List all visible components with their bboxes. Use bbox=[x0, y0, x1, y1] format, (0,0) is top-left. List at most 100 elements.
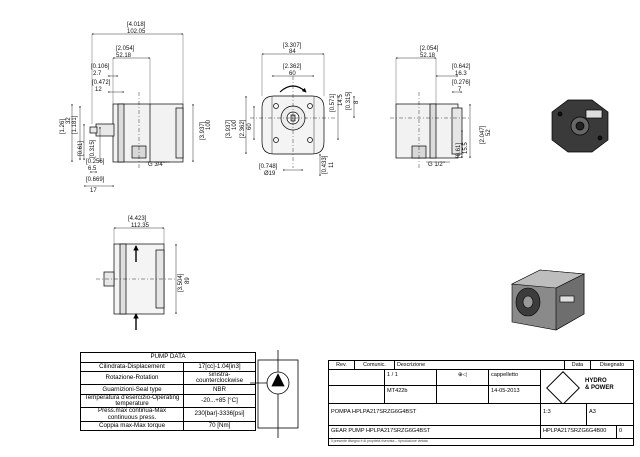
dim-overall-mm: 102.05 bbox=[127, 29, 146, 35]
dim-shaft-b: [0.315] bbox=[90, 139, 96, 158]
tb-format: A3 bbox=[589, 409, 596, 415]
tb-cell-code: HPLPA217SRZG6G4B00 bbox=[541, 426, 617, 439]
tb-cell-a bbox=[329, 370, 385, 386]
tb-file-value: MT422b bbox=[387, 388, 408, 394]
hydraulic-symbol bbox=[250, 350, 299, 438]
dim-r-b: [0.276] bbox=[452, 80, 471, 86]
dim-front-inner-mm: 60 bbox=[289, 71, 296, 77]
tb-cell-b bbox=[329, 386, 385, 404]
row-value: 70 [Nm] bbox=[183, 420, 256, 432]
table-row: Press.max continua-Max continuous press.… bbox=[80, 407, 256, 422]
dim-front-side-a-mm: 14.5 bbox=[338, 94, 344, 106]
dim-body-height: [3.937] bbox=[200, 121, 206, 140]
row-value: 230[bar]-3336[psi] bbox=[183, 407, 256, 422]
side-view-right-labels: [2.054] 52.18 [0.642] 16.3 [0.276] 7 [2.… bbox=[420, 46, 492, 168]
row-value: NBR bbox=[183, 384, 256, 395]
dim-r-b-mm: 7 bbox=[458, 87, 462, 93]
title-block: Rev. Comunic. Descrizione Data Disegnato… bbox=[328, 360, 634, 446]
port-label-right: G 1/2" bbox=[428, 162, 445, 168]
rear-view bbox=[551, 99, 609, 153]
logo-text: HYDRO & POWER bbox=[585, 378, 614, 392]
table-row: Guarnizioni-Seal type NBR bbox=[80, 384, 256, 395]
dim-front-dia-mm: Ø19 bbox=[264, 171, 276, 177]
row-value: sinistra-counterclockwise bbox=[183, 370, 256, 386]
row-label: Press.max continua-Max continuous press. bbox=[80, 407, 184, 422]
dim-front-h-a-mm: 100 bbox=[232, 119, 238, 130]
tb-head-dis: Disegnato bbox=[591, 361, 633, 370]
dim-bottom-height: [3.504] bbox=[178, 273, 184, 292]
iso-view bbox=[510, 269, 586, 331]
dim-body-height-mm: 100 bbox=[206, 119, 212, 130]
row-label: Guarnizioni-Seal type bbox=[80, 384, 184, 395]
dim-key-mm: 6.5 bbox=[88, 166, 97, 172]
tb-cell-sheet-no: 0 bbox=[617, 426, 633, 439]
dim-tail: [0.669] bbox=[86, 177, 105, 183]
tb-cell-file: MT422b bbox=[385, 386, 437, 404]
dim-front-dia: [0.748] bbox=[259, 164, 278, 170]
bottom-view bbox=[96, 227, 177, 330]
dim-r-a: [0.642] bbox=[452, 64, 471, 70]
dim-flange: [2.054] bbox=[116, 46, 135, 52]
logo-line-2: & POWER bbox=[585, 385, 614, 392]
dim-r-shaft-mm: 15.5 bbox=[463, 142, 469, 154]
dim-overall: [4.018] bbox=[127, 22, 146, 28]
front-view-labels: [3.307] 84 [2.362] 60 [0.571] 14.5 [0.31… bbox=[226, 43, 360, 177]
dim-front-side-a: [0.571] bbox=[330, 93, 336, 112]
dim-r-flange: [2.054] bbox=[420, 46, 439, 52]
tb-head-comm: Comunic. bbox=[355, 361, 395, 370]
side-view-left-labels: [4.018] 102.05 [2.054] 52.18 [0.106] 2.7… bbox=[60, 22, 212, 194]
tb-description-en: GEAR PUMP HPLPA217SRZG6G4BST bbox=[331, 428, 431, 434]
dim-shoulder: [0.106] bbox=[91, 64, 110, 70]
dim-front-side-b: [0.315] bbox=[346, 91, 352, 110]
dim-front-width: [3.307] bbox=[283, 43, 302, 49]
pump-data-table: PUMP DATA Cilindrata-Displacement 17[cc]… bbox=[80, 352, 256, 432]
logo-line-1: HYDRO bbox=[585, 378, 607, 384]
dim-r-shaft: [0.61] bbox=[456, 143, 462, 158]
tb-cell-designer: cappelletto bbox=[489, 370, 541, 386]
dim-shoulder-mm: 2.7 bbox=[93, 71, 102, 77]
dim-height-a: [1.26] bbox=[60, 119, 66, 134]
row-label: Coppia max-Max torque bbox=[80, 420, 184, 432]
tb-cell-format: A3 bbox=[587, 404, 633, 426]
dim-r-a-mm: 16.3 bbox=[455, 71, 467, 77]
port-label-left: G 3/4" bbox=[148, 162, 165, 168]
side-view-right bbox=[390, 57, 471, 168]
row-label: Rotazione-Rotation bbox=[80, 370, 184, 386]
tb-cell-description: POMPA HPLPA217SRZG6G4BST bbox=[329, 404, 541, 426]
tb-sheet-value: 1 / 1 bbox=[387, 372, 398, 378]
tb-date: 14-05-2013 bbox=[491, 388, 520, 394]
bottom-view-labels: [4.423] 112.35 [3.504] 89 bbox=[128, 216, 191, 292]
front-view bbox=[245, 53, 355, 177]
dim-tail-mm: 17 bbox=[90, 188, 97, 194]
tb-head-desc: Descrizione bbox=[395, 361, 565, 370]
dim-front-width-mm: 84 bbox=[289, 49, 296, 55]
row-label: Temperatura d'esercizio-Operating temper… bbox=[80, 393, 184, 409]
dim-front-h-b: [2.362] bbox=[240, 119, 246, 138]
tb-footer: Il presente disegno è di proprietà riser… bbox=[331, 439, 428, 443]
tb-cell-scale: 1:3 bbox=[541, 404, 587, 426]
logo-diamond-icon bbox=[546, 371, 580, 403]
tb-head-data: Data bbox=[565, 361, 591, 370]
tb-description-it: POMPA HPLPA217SRZG6G4BST bbox=[331, 409, 417, 415]
dim-height-a-mm: 32 bbox=[66, 117, 72, 124]
pump-data-title: PUMP DATA bbox=[80, 352, 256, 363]
table-row: Rotazione-Rotation sinistra-counterclock… bbox=[80, 370, 256, 386]
dim-bottom-width: [4.423] bbox=[128, 216, 147, 222]
tb-code: HPLPA217SRZG6G4B00 bbox=[543, 428, 607, 434]
table-row: Coppia max-Max torque 70 [Nm] bbox=[80, 420, 256, 432]
tb-cell-sheet: 1 / 1 bbox=[385, 370, 437, 386]
tb-cell-symbol: ⊕◁ bbox=[437, 370, 489, 386]
dim-front-shaft-h-mm: 11 bbox=[329, 161, 335, 168]
tb-sheet-no: 0 bbox=[619, 428, 623, 434]
tb-scale: 1:3 bbox=[543, 409, 551, 415]
dim-bottom-height-mm: 89 bbox=[185, 277, 191, 284]
tb-cell-date: 14-05-2013 bbox=[489, 386, 541, 404]
dim-r-h-mm: 52 bbox=[486, 129, 492, 136]
tb-designer: cappelletto bbox=[491, 372, 519, 378]
row-label: Cilindrata-Displacement bbox=[80, 361, 184, 372]
row-value: -20...+85 [°C] bbox=[183, 393, 256, 409]
dim-front-shaft-h: [0.433] bbox=[322, 155, 328, 174]
tb-head-rev: Rev. bbox=[329, 361, 355, 370]
dim-r-h: [2.047] bbox=[480, 125, 486, 144]
